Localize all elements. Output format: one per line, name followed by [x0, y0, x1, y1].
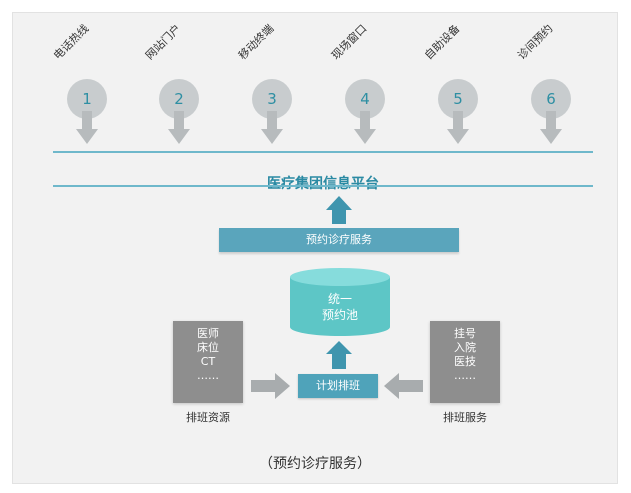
scheduling-item: ……	[454, 369, 476, 382]
down-arrow-icon	[261, 111, 283, 144]
platform-title: 医疗集团信息平台	[267, 176, 379, 192]
resource-item: 医师	[197, 327, 219, 340]
scheduling-item: 入院	[454, 341, 476, 354]
scheduling-item: 医技	[454, 355, 476, 368]
scheduling-caption: 排班服务	[443, 411, 487, 424]
pool-label-line2: 预约池	[321, 308, 358, 322]
down-arrow-icon	[168, 111, 190, 144]
platform-bottom-line	[53, 185, 593, 187]
platform-top-line	[53, 151, 593, 153]
down-arrow-icon	[447, 111, 469, 144]
scheduling-item: 挂号	[454, 327, 476, 340]
pool-label-line1: 统一	[327, 292, 352, 306]
resources-caption: 排班资源	[186, 411, 230, 424]
diagram-graphics	[76, 111, 562, 399]
resources-box: 医师 床位 CT ……	[173, 321, 243, 403]
pool-cylinder-icon	[290, 268, 390, 336]
booking-service-box: 预约诊疗服务	[219, 228, 459, 252]
up-arrow-icon	[326, 341, 352, 369]
diagram-panel: 电话热线 1 网站门户 2 移动终端 3 现场窗口 4 自助设备 5 诊间预约 …	[12, 12, 618, 484]
resource-item: CT	[200, 355, 216, 368]
pool-label: 统一 预约池	[290, 291, 390, 323]
diagram-caption: （预约诊疗服务）	[259, 456, 371, 472]
up-arrow-icon	[326, 196, 352, 224]
left-arrow-icon	[384, 373, 423, 399]
scheduling-box: 挂号 入院 医技 ……	[430, 321, 500, 403]
down-arrow-icon	[354, 111, 376, 144]
down-arrow-icon	[76, 111, 98, 144]
resource-item: 床位	[197, 341, 219, 354]
right-arrow-icon	[251, 373, 290, 399]
plan-schedule-box: 计划排班	[298, 374, 378, 398]
down-arrow-icon	[540, 111, 562, 144]
resource-item: ……	[197, 369, 219, 382]
